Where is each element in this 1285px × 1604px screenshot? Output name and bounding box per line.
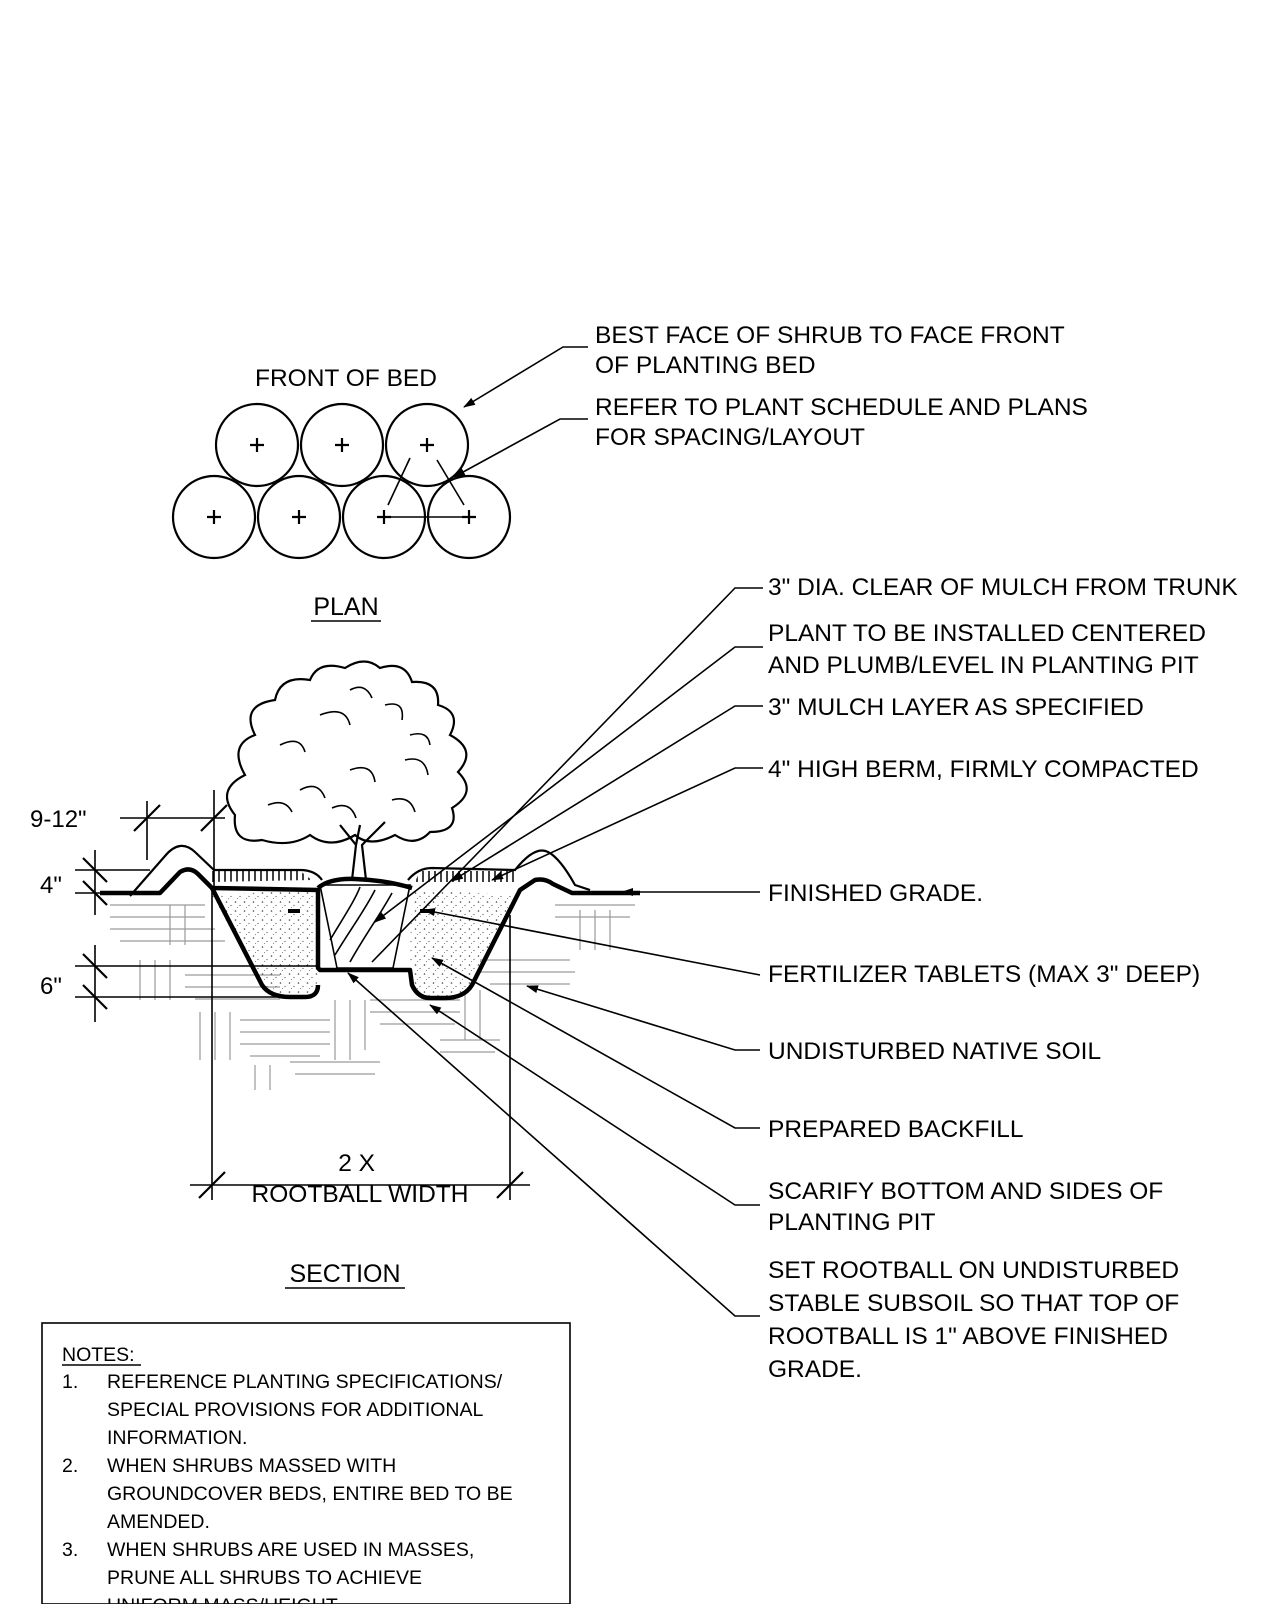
plan-title: PLAN [313,593,378,621]
shrub-symbol [214,402,300,488]
callout-best-face: BEST FACE OF SHRUB TO FACE FRONT OF PLAN… [595,322,1071,379]
prepared-backfill [409,890,518,998]
plan-view: FRONT OF BED [171,346,588,622]
berm-outline [129,844,323,897]
prepared-backfill [212,888,318,997]
note-item-text: REFERENCE PLANTING SPECIFICATIONS/ SPECI… [107,1371,508,1449]
callout-berm: 4" HIGH BERM, FIRMLY COMPACTED [768,756,1199,783]
dim-base-label: 6" [40,973,62,1000]
rootball [319,884,411,969]
tree-trunk [339,821,386,881]
callout-clear-of-mulch: 3" DIA. CLEAR OF MULCH FROM TRUNK [768,574,1238,601]
dimension-base [75,945,320,1022]
callout-native-soil: UNDISTURBED NATIVE SOIL [768,1038,1101,1065]
shrub-symbol [299,402,385,488]
dimension-offset [120,790,228,893]
dimension-berm [75,850,150,915]
rootball-lines [329,886,393,963]
shrub-symbol [171,474,257,560]
planting-pit-profile [100,867,640,1001]
dim-berm-label: 4" [40,872,62,899]
front-of-bed-label: FRONT OF BED [255,365,437,392]
shrub-symbol [256,474,342,560]
canopy-detail [267,686,431,819]
plan-callouts: BEST FACE OF SHRUB TO FACE FRONT OF PLAN… [595,322,1095,451]
section-title: SECTION [289,1260,400,1288]
section-leader-lines [347,587,763,1317]
note-item-text: WHEN SHRUBS MASSED WITH GROUNDCOVER BEDS… [107,1455,518,1533]
callout-backfill: PREPARED BACKFILL [768,1116,1024,1143]
note-item: 1. [62,1371,78,1393]
callout-plant-centered: PLANT TO BE INSTALLED CENTERED AND PLUMB… [768,620,1213,679]
mulch-layer [212,871,312,882]
plan-leader-lines [453,346,588,478]
spacing-line [387,457,465,518]
callout-fertilizer: FERTILIZER TABLETS (MAX 3" DEEP) [768,961,1200,988]
shrub-symbol [384,402,470,488]
callout-finished-grade: FINISHED GRADE. [768,880,983,907]
tree-canopy [225,660,468,845]
section-callouts: 3" DIA. CLEAR OF MULCH FROM TRUNK PLANT … [768,574,1238,1383]
note-item: 3. [62,1539,78,1561]
callout-set-rootball: SET ROOTBALL ON UNDISTURBED STABLE SUBSO… [768,1257,1186,1383]
dimension-width [190,888,530,1200]
fertilizer-tablet [288,909,300,913]
shrub-tree [225,660,468,881]
dim-width-label: 2 X ROOTBALL WIDTH [252,1150,469,1208]
rootball-top [316,876,413,891]
notes-heading: NOTES: [62,1344,135,1366]
note-item-text: WHEN SHRUBS ARE USED IN MASSES, PRUNE AL… [107,1539,480,1604]
note-item: 2. [62,1455,78,1477]
dim-offset-label: 9-12" [30,806,87,833]
callout-mulch-layer: 3" MULCH LAYER AS SPECIFIED [768,694,1144,721]
callout-scarify: SCARIFY BOTTOM AND SIDES OF PLANTING PIT [768,1178,1170,1236]
callout-spacing: REFER TO PLANT SCHEDULE AND PLANS FOR SP… [595,394,1095,451]
notes-box: NOTES: 1. REFERENCE PLANTING SPECIFICATI… [41,1322,571,1604]
berm-outline [407,849,591,892]
section-view: 9-12" 4" 6" 2 X ROOTBALL WIDTH SECTION [30,587,763,1317]
shrub-row-top [214,402,470,488]
